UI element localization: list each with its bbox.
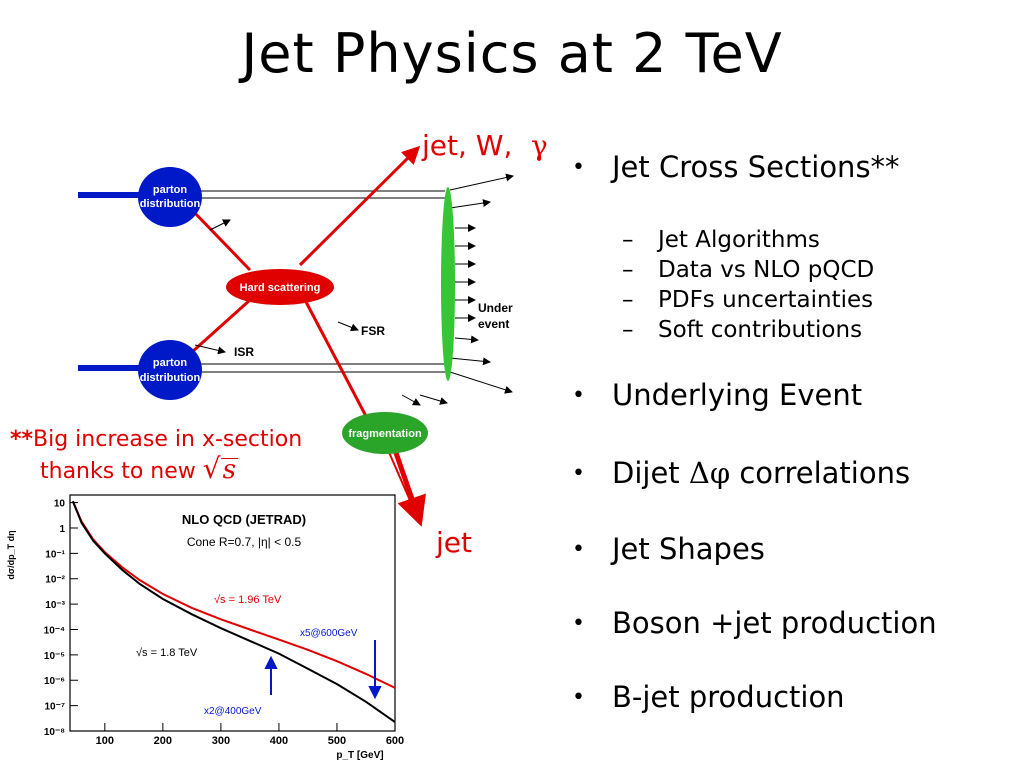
- radiation-arrow: [209, 219, 231, 231]
- x-axis-label: p_T [GeV]: [336, 750, 383, 761]
- under-event-l1: Under: [478, 301, 513, 315]
- parton-to-hard-top: [190, 208, 252, 272]
- x-tick-label: 500: [328, 735, 346, 747]
- plot-frame: [69, 494, 396, 732]
- series-line-1: [71, 500, 396, 723]
- x-tick-label: 100: [96, 735, 114, 747]
- jet-top-label: jet, W,: [421, 129, 512, 162]
- bullet-jet-shapes: •Jet Shapes: [572, 532, 765, 566]
- bullet-boson-jet: •Boson +jet production: [572, 606, 937, 640]
- parton-to-hard-bottom: [190, 298, 252, 354]
- sub-bullet-3: –PDFs uncertainties: [622, 287, 874, 313]
- x-tick-label: 300: [212, 735, 230, 747]
- bullet-underlying-event: •Underlying Event: [572, 378, 863, 412]
- annotation-x5: x5@600GeV: [300, 628, 358, 639]
- legend-196: √s = 1.96 TeV: [214, 594, 282, 606]
- y-tick-label: 10⁻²: [45, 575, 65, 586]
- y-tick-label: 1: [59, 524, 65, 535]
- y-tick-label: 10⁻⁷: [44, 702, 65, 713]
- note-line1: Big increase in x-section: [33, 427, 303, 452]
- parton-top-l2: distribution: [140, 198, 201, 210]
- sub-bullet-1: –Jet Algorithms: [622, 227, 820, 253]
- sub-bullet-4: –Soft contributions: [622, 317, 863, 343]
- note-stars: **: [10, 427, 34, 452]
- sqrt-sign: √: [202, 452, 221, 485]
- legend-18: √s = 1.8 TeV: [136, 647, 198, 659]
- outgoing-to-fragmentation: [303, 299, 370, 421]
- fragmentation-blob: [342, 412, 428, 454]
- chart-subtitle: Cone R=0.7, |η| < 0.5: [187, 535, 302, 549]
- outgoing-jet-bottom: [392, 449, 426, 527]
- underlying-event-ellipse: [441, 187, 455, 381]
- bullet-dijet: •Dijet Δφ correlations: [572, 456, 911, 490]
- y-tick-label: 10⁻⁵: [44, 651, 65, 662]
- parton-bottom-l2: distribution: [140, 372, 201, 384]
- delta-phi-symbol: Δφ: [688, 456, 731, 490]
- arrow-x2-head: [264, 655, 278, 669]
- x-tick-label: 600: [386, 735, 404, 747]
- fsr-arrow: [337, 321, 359, 332]
- y-tick-label: 10⁻⁸: [44, 727, 65, 738]
- chart-title: NLO QCD (JETRAD): [182, 512, 306, 527]
- bullet-bjet: •B-jet production: [572, 680, 845, 714]
- bullet-cross-sections: •Jet Cross Sections**: [572, 150, 900, 184]
- hard-scattering-label: Hard scattering: [240, 282, 321, 294]
- jet-bottom-label: jet: [435, 526, 472, 559]
- parton-top-l1: parton: [153, 184, 188, 196]
- arrow-x5-head: [368, 686, 382, 700]
- note-line2: thanks to new: [40, 459, 196, 484]
- fsr-label: FSR: [361, 324, 385, 338]
- parton-distribution-top: [138, 167, 202, 227]
- slide-title: Jet Physics at 2 TeV: [241, 22, 783, 85]
- nlo-qcd-chart: dσ/dp_T dη p_T [GeV] NLO QCD (JETRAD) Co…: [6, 494, 404, 761]
- x-tick-label: 200: [154, 735, 172, 747]
- isr-label: ISR: [234, 345, 254, 359]
- sqrt-s-var: s: [222, 455, 236, 485]
- isr-arrow: [194, 344, 226, 355]
- spectator-lines: [200, 190, 445, 373]
- sub-bullet-2: –Data vs NLO pQCD: [622, 257, 875, 283]
- y-tick-label: 10⁻³: [45, 600, 65, 611]
- hard-scattering-blob: [226, 269, 334, 305]
- y-tick-label: 10⁻⁶: [44, 676, 65, 687]
- sqrt-s-note: **Big increase in x-section thanks to ne…: [10, 425, 302, 486]
- parton-distribution-bottom: [138, 340, 202, 400]
- fragmentation-label: fragmentation: [348, 428, 422, 440]
- annotation-x2: x2@400GeV: [204, 706, 262, 717]
- under-event-l2: event: [478, 317, 509, 331]
- y-tick-label: 10⁻¹: [45, 549, 65, 560]
- y-tick-label: 10: [54, 499, 66, 510]
- y-tick-label: 10⁻⁴: [44, 625, 65, 636]
- jet-physics-diagram: parton distribution parton distribution …: [78, 129, 548, 559]
- parton-bottom-l1: parton: [153, 357, 188, 369]
- y-axis-label: dσ/dp_T dη: [6, 530, 16, 579]
- outgoing-jet-top: [298, 145, 421, 267]
- gamma-symbol: γ: [531, 129, 548, 162]
- x-tick-label: 400: [270, 735, 288, 747]
